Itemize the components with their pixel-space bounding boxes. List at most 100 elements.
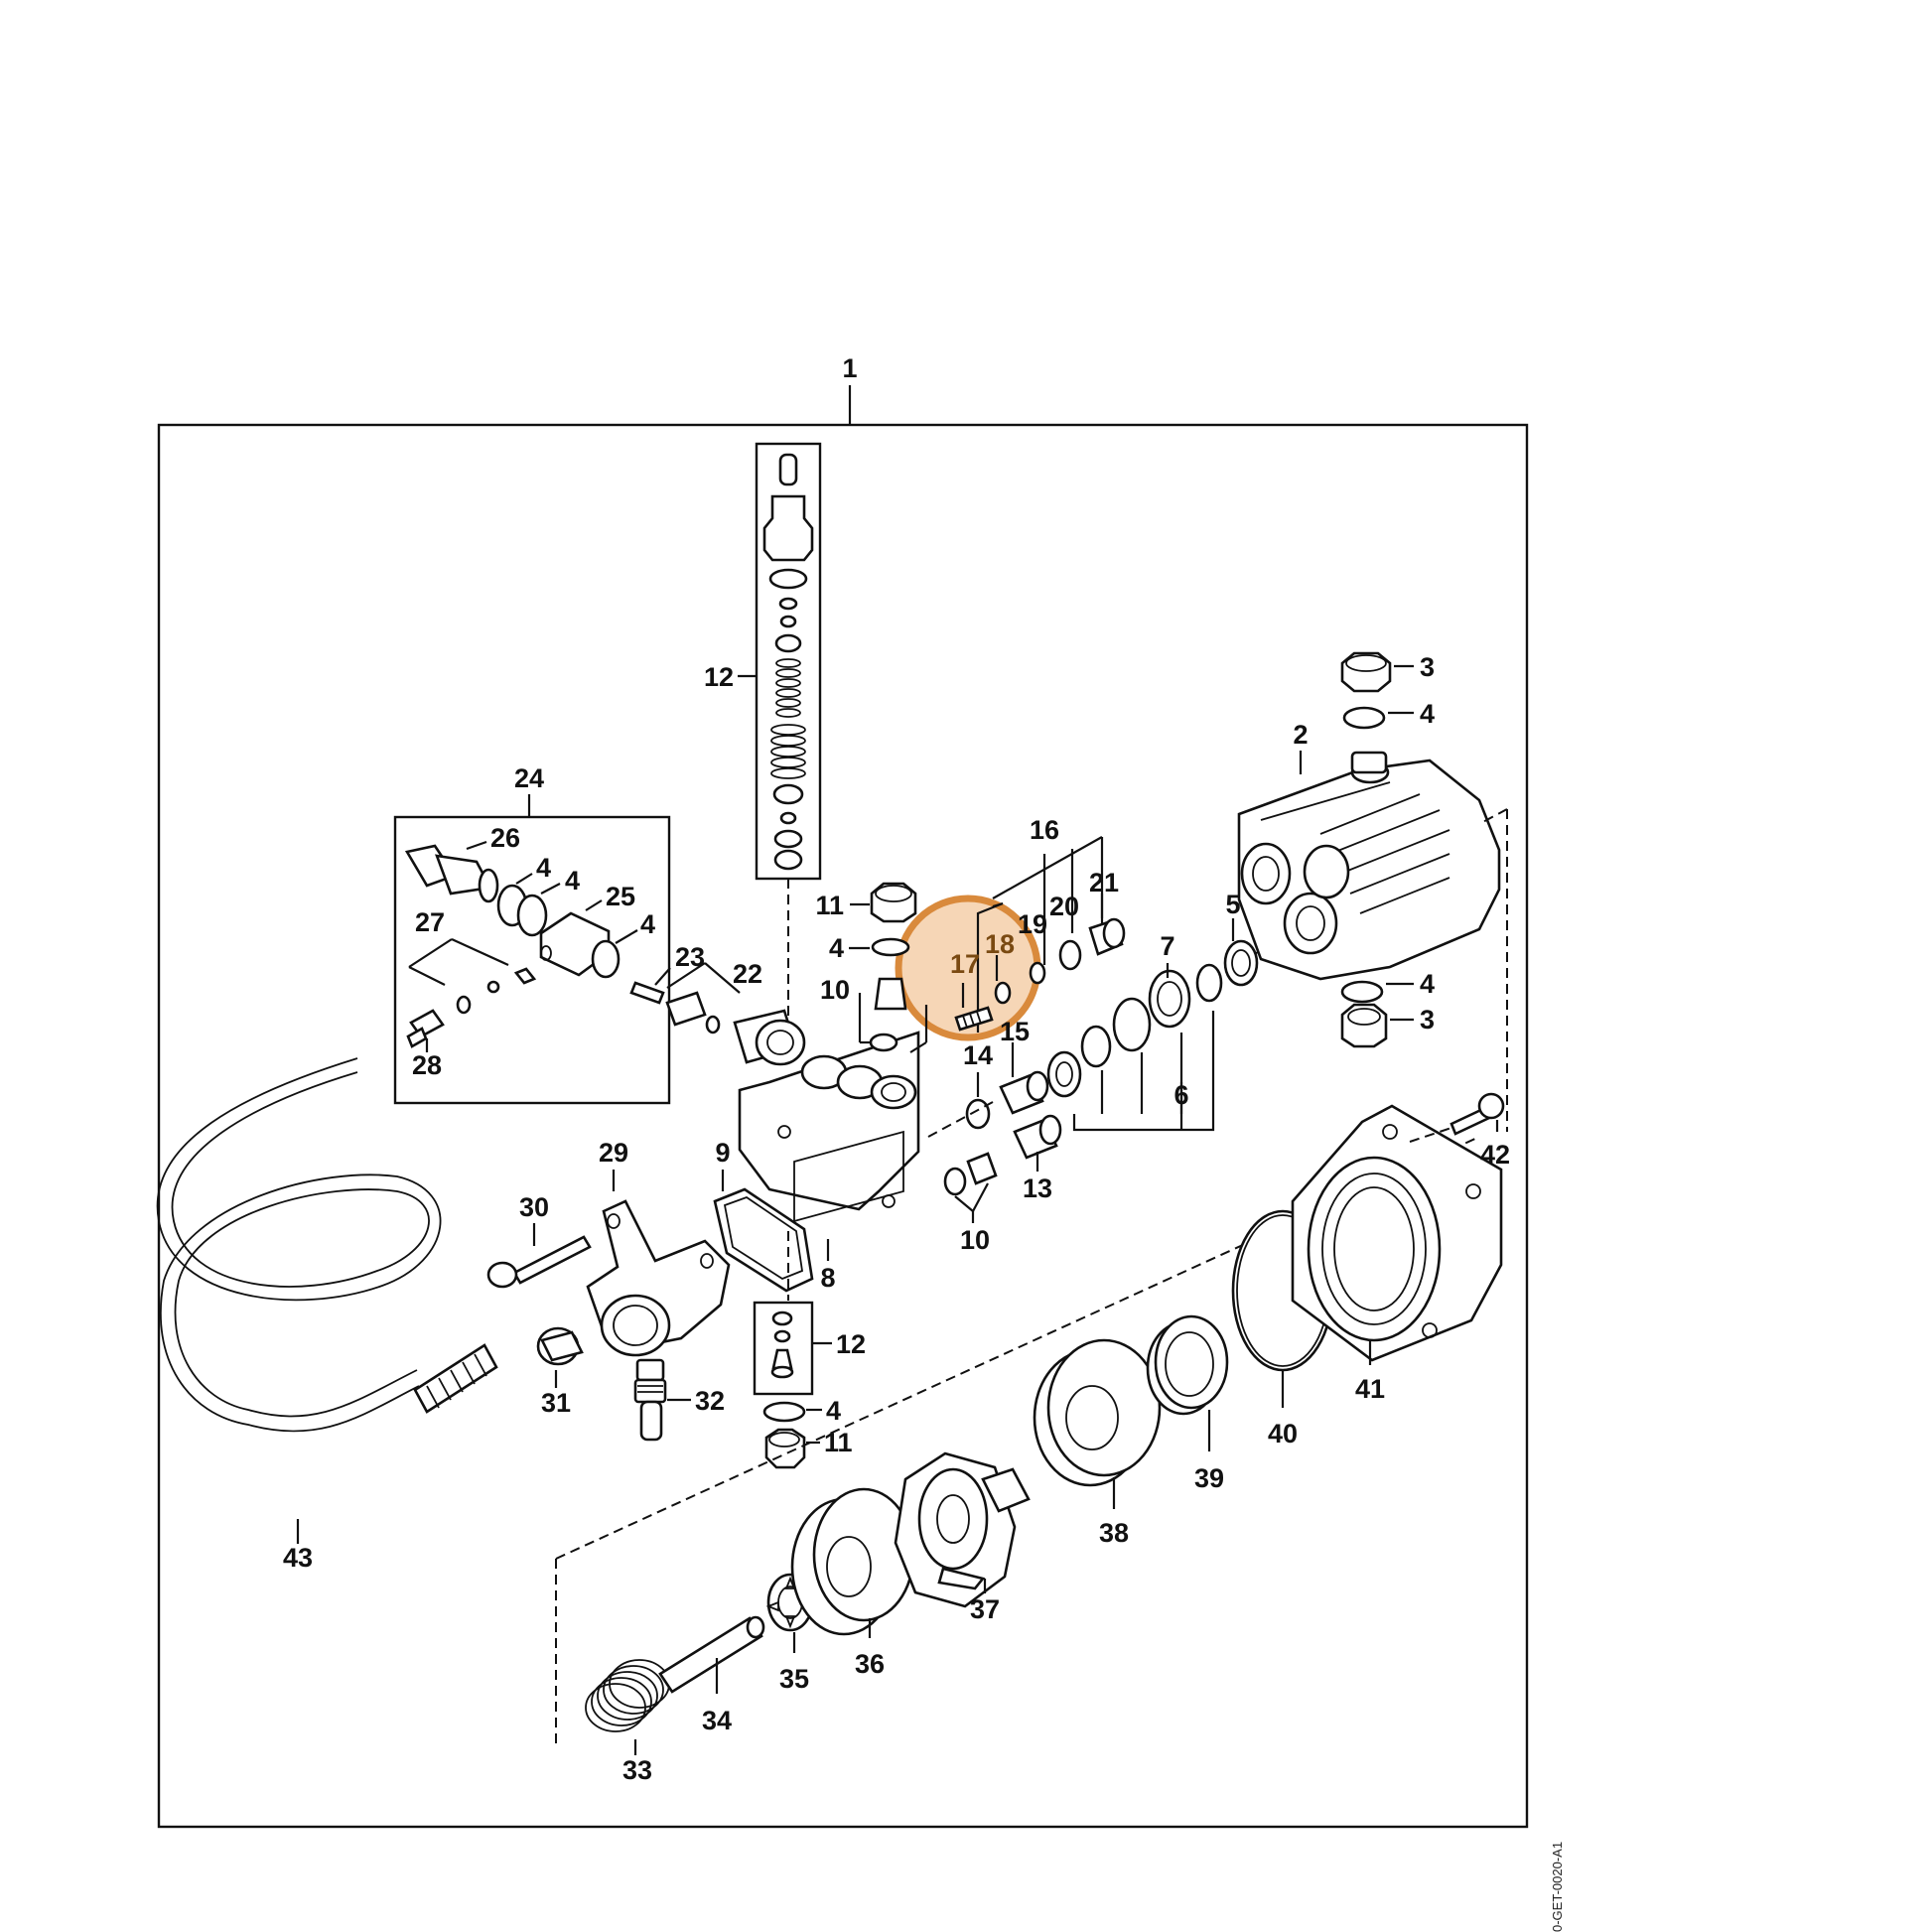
part-41-housing <box>1291 1104 1503 1362</box>
label-33: 33 <box>622 1755 652 1785</box>
label-4-f: 4 <box>1420 969 1435 999</box>
part-5-seal <box>1223 939 1259 987</box>
part-3-plug-bottom <box>1340 1003 1388 1048</box>
label-26: 26 <box>490 823 520 853</box>
label-20: 20 <box>1049 892 1079 921</box>
label-14: 14 <box>963 1040 993 1070</box>
part-11-plug-bottom <box>764 1428 806 1469</box>
label-12-bottom: 12 <box>836 1329 866 1359</box>
part-22-pin <box>665 991 707 1027</box>
part-43-hose <box>171 1071 430 1418</box>
label-39: 39 <box>1194 1463 1224 1493</box>
part-4-oring-g <box>762 1401 806 1423</box>
label-27: 27 <box>415 907 445 937</box>
part-10-valve-bottom <box>943 1152 998 1196</box>
label-9: 9 <box>715 1138 730 1168</box>
part-15-valve <box>999 1070 1049 1115</box>
label-4-c: 4 <box>640 909 655 939</box>
part-37-flange <box>894 1451 1031 1608</box>
label-22: 22 <box>733 959 762 989</box>
part-12-bottom-seal <box>771 1311 793 1326</box>
part-38-bearing <box>1033 1338 1162 1487</box>
label-3-bottom: 3 <box>1420 1005 1435 1035</box>
label-40: 40 <box>1268 1419 1298 1449</box>
label-23: 23 <box>675 942 705 972</box>
label-4-d: 4 <box>829 933 844 963</box>
part-42-bolt <box>1449 1092 1505 1136</box>
axis-drive <box>555 1190 1361 1560</box>
part-14-oring <box>965 1098 991 1130</box>
label-4-e: 4 <box>1420 699 1435 729</box>
part-21-cap <box>1088 917 1126 956</box>
part-32-nipple <box>633 1358 667 1442</box>
part-2-crankcase <box>1237 751 1501 981</box>
label-34: 34 <box>702 1706 732 1735</box>
part-29-bracket <box>586 1199 731 1357</box>
part-4-oring-e <box>1342 706 1386 730</box>
label-30: 30 <box>519 1192 549 1222</box>
part-6-seal-kit <box>1046 963 1223 1098</box>
part-31-cap <box>536 1326 584 1366</box>
label-15: 15 <box>1000 1017 1030 1046</box>
part-34-pin <box>658 1615 765 1694</box>
part-9-gasket <box>713 1187 814 1293</box>
leader-6 <box>1072 1011 1215 1132</box>
part-4-oring-f <box>1340 980 1384 1004</box>
label-32: 32 <box>695 1386 725 1416</box>
part-11-plug-top <box>870 882 917 923</box>
part-12-valve-stack <box>755 442 822 881</box>
part-13-valve <box>1013 1114 1062 1160</box>
label-19: 19 <box>1018 909 1047 939</box>
label-38: 38 <box>1099 1518 1129 1548</box>
label-8: 8 <box>820 1263 835 1293</box>
label-6: 6 <box>1173 1080 1188 1110</box>
label-24: 24 <box>514 763 544 793</box>
label-3-top: 3 <box>1420 652 1435 682</box>
part-39-shaft-seal <box>1146 1314 1229 1416</box>
label-17: 17 <box>950 949 980 979</box>
part-4-oring-d <box>871 937 910 957</box>
label-11-top: 11 <box>815 891 844 920</box>
part-19-seal <box>1029 961 1046 985</box>
document-id: 0-GET-0020-A1 <box>1550 1842 1565 1932</box>
label-25: 25 <box>606 882 635 911</box>
part-17-spring <box>954 1006 994 1032</box>
label-42: 42 <box>1480 1140 1510 1170</box>
part-26-fitting <box>404 844 499 903</box>
label-4-g: 4 <box>826 1396 841 1426</box>
label-28: 28 <box>412 1050 442 1080</box>
label-12-top: 12 <box>704 662 734 692</box>
label-2: 2 <box>1293 720 1308 750</box>
part-30-bolt <box>486 1235 592 1289</box>
label-5: 5 <box>1225 890 1240 919</box>
part-36-swashplate <box>790 1487 915 1636</box>
label-16: 16 <box>1030 815 1059 845</box>
label-18: 18 <box>985 929 1015 959</box>
part-20-oring <box>1058 939 1082 971</box>
part-27-seal <box>456 995 472 1015</box>
part-3-plug-top <box>1340 651 1392 693</box>
label-29: 29 <box>599 1138 628 1168</box>
leader-16 <box>992 836 1103 899</box>
part-4-oring-c <box>591 939 621 979</box>
label-4-a: 4 <box>536 853 551 883</box>
part-4-oring-b <box>516 894 548 937</box>
part-10-valve-top <box>874 977 907 1011</box>
part-18-valve-disc <box>994 981 1012 1005</box>
label-36: 36 <box>855 1649 885 1679</box>
assembly-label: 1 <box>842 353 857 383</box>
part-33-spring <box>585 1659 670 1732</box>
label-43: 43 <box>283 1543 313 1573</box>
part-12-bottom-group-box <box>753 1301 814 1396</box>
label-7: 7 <box>1160 931 1174 961</box>
label-21: 21 <box>1089 868 1119 897</box>
label-10-top: 10 <box>820 975 850 1005</box>
label-4-b: 4 <box>565 866 580 896</box>
part-27-spring <box>513 967 537 985</box>
part-24-group-box <box>393 815 671 1105</box>
label-13: 13 <box>1023 1173 1052 1203</box>
part-43-hose-end <box>413 1343 498 1414</box>
label-10-bottom: 10 <box>960 1225 990 1255</box>
part-27-ball <box>486 980 500 994</box>
